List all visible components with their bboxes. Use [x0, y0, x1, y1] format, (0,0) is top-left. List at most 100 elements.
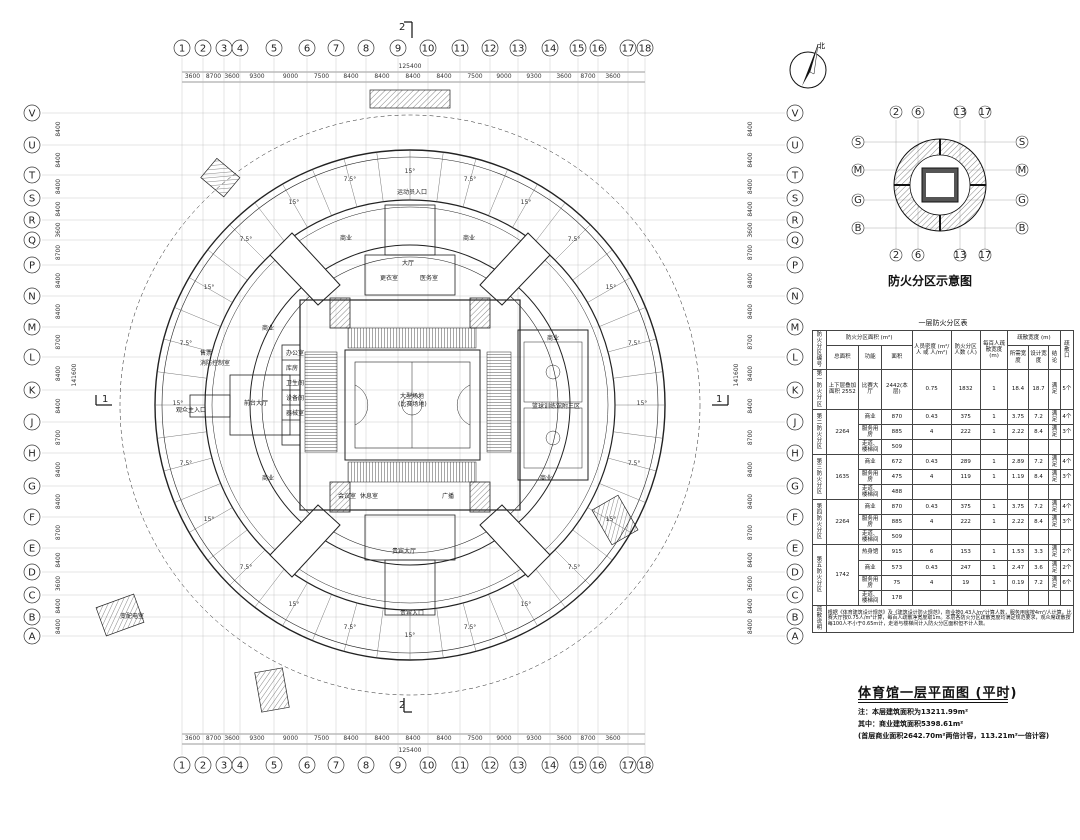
svg-text:T: T [791, 171, 799, 182]
axis-bubble-9: 9 [389, 756, 407, 774]
svg-text:7: 7 [333, 44, 339, 55]
svg-text:Q: Q [28, 236, 36, 247]
schem-row-S: S [851, 135, 865, 149]
label-training: 篮球训练馆附三区 [532, 402, 580, 410]
dim-right-15: 8400 [747, 552, 754, 567]
label-transformer: 变配电室 [120, 612, 144, 620]
axis-bubble-B: B [23, 608, 41, 626]
service-blocks [189, 204, 491, 616]
th-design: 设计宽度 [1027, 344, 1050, 371]
svg-text:2: 2 [893, 250, 899, 261]
cell-usage: 热身馆 [858, 544, 883, 561]
cell-per100: 1 [979, 369, 1009, 410]
label-office: 办公室 [286, 349, 304, 357]
angle-label: 7.5° [628, 340, 641, 347]
label-entrance-top: 运动员入口 [397, 188, 427, 196]
svg-text:Q: Q [791, 236, 799, 247]
dim-right-11: 8700 [747, 430, 754, 445]
cell-zone: 第二防火分区 [812, 408, 827, 455]
diagonal-wings [269, 232, 551, 578]
label-control: 消防控制室 [200, 359, 230, 367]
svg-text:16: 16 [592, 761, 605, 772]
svg-text:2: 2 [399, 700, 405, 711]
svg-text:M: M [1018, 165, 1027, 176]
angle-label: 7.5° [240, 564, 253, 571]
fire-zone-table-panel: 一层防火分区表 防火分区编号 防火分区面积 (m²) 人员密度 (m²/人 或 … [812, 318, 1075, 633]
axis-bubble-N: N [23, 287, 41, 305]
svg-text:C: C [792, 591, 799, 602]
svg-text:7: 7 [333, 761, 339, 772]
dim-left-14: 8700 [55, 525, 62, 540]
svg-text:18: 18 [639, 44, 652, 55]
cell-design: 7.2 [1027, 499, 1050, 516]
cell-area: 509 [881, 529, 913, 546]
cell-density: 4 [911, 574, 952, 591]
svg-text:12: 12 [484, 761, 497, 772]
label-commercial-1: 商业 [262, 324, 274, 332]
cell-design [1027, 589, 1050, 606]
axis-bubble-9: 9 [389, 39, 407, 57]
dim-bottom-8: 8400 [405, 735, 420, 742]
cell-area: 672 [881, 453, 913, 470]
cell-zone: 第三防火分区 [812, 453, 827, 501]
dim-top-1: 8700 [206, 73, 221, 80]
dim-right-14: 8700 [747, 525, 754, 540]
angle-label: 15° [289, 199, 300, 206]
angle-label: 7.5° [180, 460, 193, 467]
axis-bubble-A: A [786, 627, 804, 645]
dim-right-17: 8400 [747, 598, 754, 613]
svg-text:4: 4 [237, 44, 243, 55]
svg-text:S: S [792, 194, 798, 205]
dim-right-12: 8400 [747, 462, 754, 477]
cell-design: 8.4 [1027, 423, 1050, 440]
angle-label: 7.5° [628, 460, 641, 467]
cell-req: 3.75 [1007, 499, 1029, 516]
cell-density: 0.43 [911, 408, 952, 425]
dim-left-15: 8400 [55, 552, 62, 567]
svg-text:12: 12 [484, 44, 497, 55]
label-hall-left: 前台大厅 [244, 399, 268, 407]
dim-bottom-6: 8400 [343, 735, 358, 742]
svg-text:G: G [854, 195, 862, 206]
cell-ok [1048, 438, 1061, 455]
dim-bottom-0: 3600 [185, 735, 200, 742]
svg-text:13: 13 [954, 250, 967, 261]
th-area: 面积 [881, 344, 913, 371]
label-ticket: 售票 [200, 349, 212, 357]
svg-text:2: 2 [399, 22, 405, 33]
dim-left-11: 8700 [55, 430, 62, 445]
external-stairs [95, 89, 639, 713]
label-medical: 医务室 [420, 274, 438, 282]
svg-text:15: 15 [572, 44, 585, 55]
cell-area: 870 [881, 408, 913, 425]
dim-right-3: 8400 [747, 201, 754, 216]
cell-per100: 1 [979, 574, 1009, 591]
svg-text:9: 9 [395, 761, 401, 772]
svg-text:M: M [28, 323, 37, 334]
cell-total: 2264 [825, 408, 860, 455]
axis-bubble-6: 6 [298, 756, 316, 774]
svg-text:C: C [29, 591, 36, 602]
section-marker-top: 2 [399, 21, 413, 38]
label-commercial-3: 商业 [262, 474, 274, 482]
svg-text:6: 6 [915, 250, 921, 261]
angle-label: 15° [405, 632, 416, 639]
svg-text:13: 13 [512, 44, 525, 55]
cell-total: 1742 [825, 544, 860, 606]
cell-usage: 走道、楼梯间 [858, 529, 883, 546]
note-line-1: 注：本层建筑面积为13211.99m² [858, 708, 969, 716]
dim-left-4: 3600 [55, 222, 62, 237]
svg-text:5: 5 [271, 761, 277, 772]
cell-exits: 2个 [1059, 544, 1075, 561]
angle-label: 7.5° [344, 624, 357, 631]
cell-req: 0.19 [1007, 574, 1029, 591]
svg-text:N: N [28, 292, 35, 303]
svg-text:N: N [791, 292, 798, 303]
svg-text:1: 1 [179, 761, 185, 772]
label-equipment: 设备间 [286, 394, 304, 402]
cell-people: 222 [950, 423, 981, 440]
cell-req: 1.19 [1007, 468, 1029, 486]
axis-bubble-1: 1 [173, 756, 191, 774]
